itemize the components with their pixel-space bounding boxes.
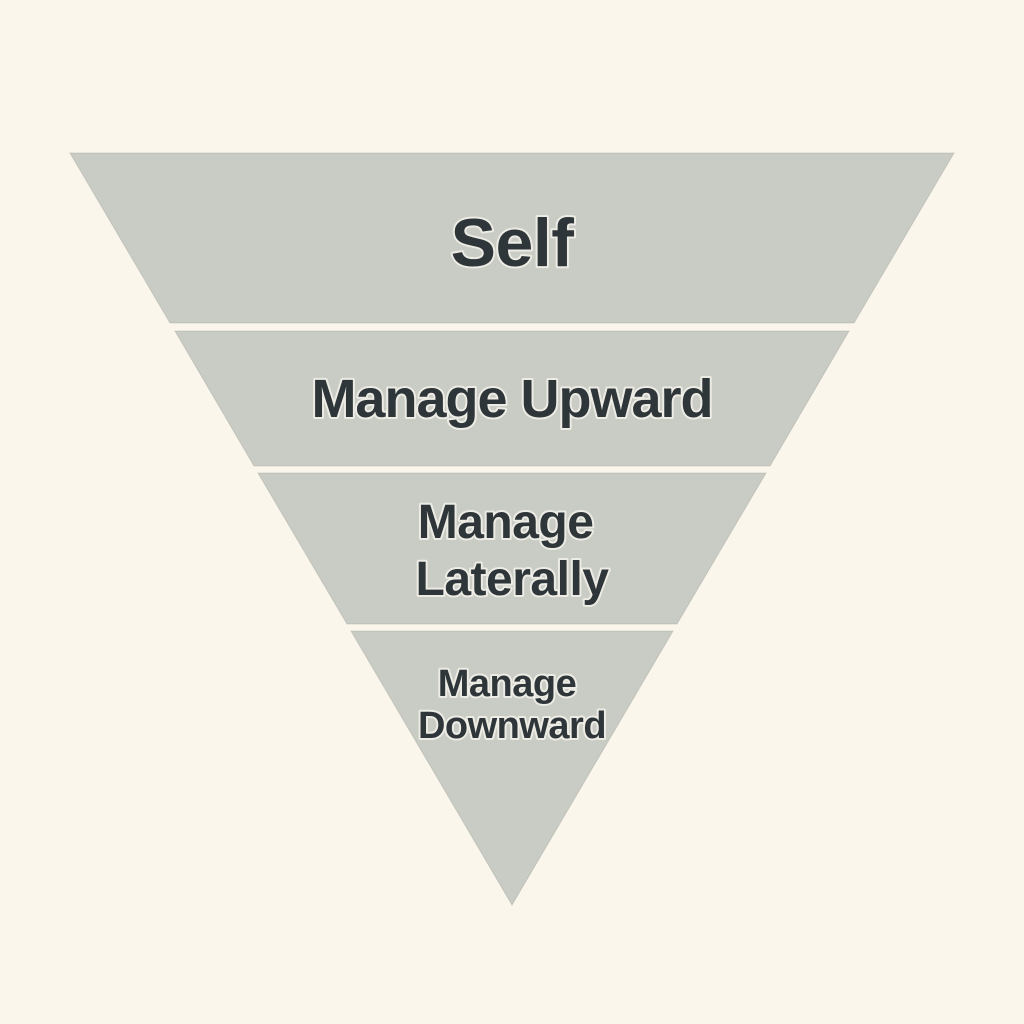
pyramid-label-manage-downward: Manage Downward [418, 663, 606, 747]
pyramid-segment-manage-downward [350, 630, 674, 906]
pyramid-label-self: Self [451, 205, 575, 281]
pyramid-label-manage-laterally: Manage Laterally [416, 496, 610, 606]
pyramid-label-manage-upward: Manage Upward [311, 369, 712, 429]
pyramid-segment-manage-laterally [257, 472, 767, 625]
pyramid-segment-self [69, 152, 955, 324]
pyramid-segment-manage-upward [174, 330, 850, 467]
